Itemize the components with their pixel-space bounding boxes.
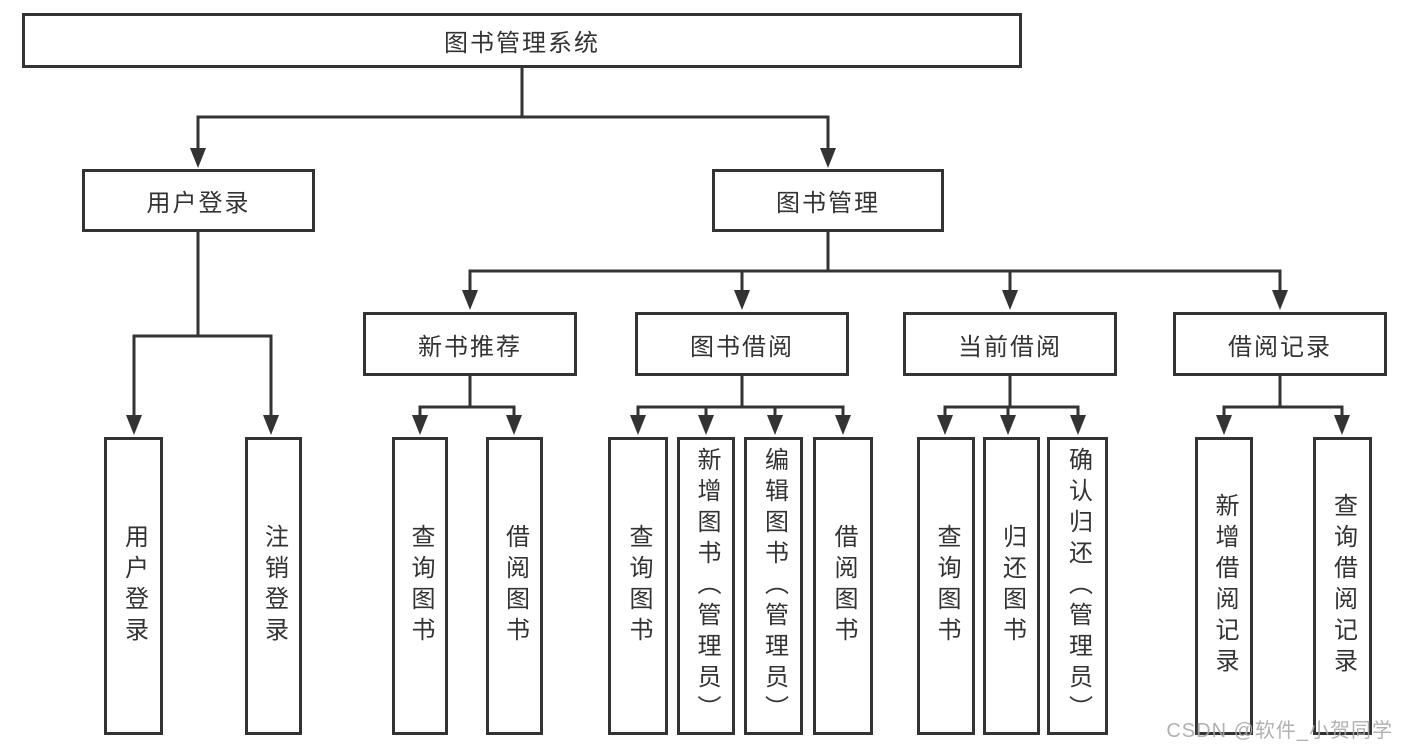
node-nb-query-book: 查询图书 (392, 437, 448, 735)
node-nb-borrow-book: 借阅图书 (486, 437, 543, 735)
node-book-borrow-label: 图书借阅 (690, 333, 794, 361)
node-user-login-label: 用户登录 (146, 190, 251, 217)
node-bb-borrow-book: 借阅图书 (813, 437, 873, 735)
node-br-query-record-label: 查询借阅记录 (1329, 493, 1357, 679)
node-user-login: 用户登录 (82, 169, 315, 232)
node-sub-user-login: 用户登录 (104, 437, 163, 735)
node-book-management-label: 图书管理 (776, 190, 880, 217)
node-br-add-record: 新增借阅记录 (1195, 437, 1253, 735)
node-bb-query-book-label: 查询图书 (625, 524, 652, 648)
node-bb-query-book: 查询图书 (608, 437, 668, 735)
node-sub-logout-label: 注销登录 (260, 524, 288, 648)
node-br-query-record: 查询借阅记录 (1313, 437, 1372, 735)
node-borrow-record-label: 借阅记录 (1228, 333, 1332, 361)
node-bb-borrow-book-label: 借阅图书 (830, 524, 857, 648)
connector-book-borrow-children (630, 376, 851, 435)
node-new-book-recommend: 新书推荐 (363, 312, 577, 376)
node-bb-add-book-admin-label: 新增图书（管理员） (693, 446, 720, 726)
connector-user-login-children (126, 232, 279, 435)
connector-current-borrow-children (937, 376, 1086, 435)
node-borrow-record: 借阅记录 (1173, 312, 1387, 376)
node-root-system: 图书管理系统 (22, 13, 1022, 68)
node-cb-return-book-label: 归还图书 (998, 524, 1026, 648)
node-book-management: 图书管理 (712, 169, 944, 232)
node-cb-query-book-label: 查询图书 (933, 524, 960, 648)
node-br-add-record-label: 新增借阅记录 (1211, 493, 1238, 679)
node-cb-confirm-return-admin: 确认归还（管理员） (1047, 437, 1108, 735)
connector-root-children (190, 66, 836, 168)
node-nb-query-book-label: 查询图书 (407, 524, 434, 648)
node-sub-logout: 注销登录 (245, 437, 302, 735)
connector-book-mgmt-children (462, 232, 1288, 310)
node-cb-confirm-return-admin-label: 确认归还（管理员） (1064, 446, 1092, 726)
node-bb-add-book-admin: 新增图书（管理员） (677, 437, 735, 735)
node-current-borrow: 当前借阅 (903, 312, 1117, 376)
node-bb-edit-book-admin: 编辑图书（管理员） (744, 437, 803, 735)
node-root-system-label: 图书管理系统 (444, 30, 600, 57)
node-bb-edit-book-admin-label: 编辑图书（管理员） (760, 446, 788, 726)
connector-borrow-record-children (1216, 376, 1350, 435)
watermark: CSDN @软件_小贺同学 (1166, 720, 1393, 742)
node-current-borrow-label: 当前借阅 (958, 333, 1062, 361)
node-new-book-recommend-label: 新书推荐 (418, 333, 522, 361)
node-cb-query-book: 查询图书 (917, 437, 975, 735)
connector-new-book-children (412, 376, 522, 435)
node-book-borrow: 图书借阅 (635, 312, 849, 376)
node-cb-return-book: 归还图书 (983, 437, 1040, 735)
node-nb-borrow-book-label: 借阅图书 (501, 524, 529, 648)
node-sub-user-login-label: 用户登录 (120, 524, 148, 648)
